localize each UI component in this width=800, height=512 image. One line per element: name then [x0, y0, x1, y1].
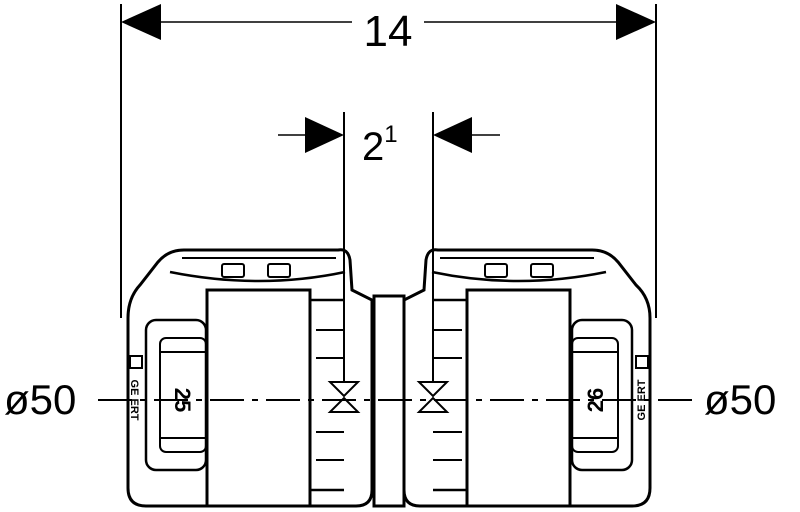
arrowhead-inner-left-icon	[305, 117, 344, 153]
insertion-depth-label: 21	[362, 121, 398, 169]
insertion-depth-main: 2	[362, 125, 384, 169]
right-brand-mark: GE ERT	[636, 379, 648, 420]
insertion-depth-superscript: 1	[384, 121, 397, 148]
left-clamp-band	[205, 288, 312, 508]
left-body-number: 25	[170, 388, 195, 412]
right-coupling-body	[402, 248, 652, 508]
right-clamp-band	[465, 288, 572, 508]
right-depth-marker-icon	[416, 381, 450, 413]
right-body-number: 26	[583, 388, 608, 412]
left-brand-mark: GE ERT	[128, 380, 140, 421]
arrowhead-left-icon	[121, 4, 161, 40]
diameter-left-label: ø50	[4, 376, 76, 423]
overall-length-dimension: 14	[120, 4, 657, 318]
left-depth-marker-icon	[327, 381, 361, 413]
insertion-depth-dimension: 21	[278, 112, 500, 382]
label-backdrop	[352, 6, 424, 46]
arrowhead-right-icon	[616, 4, 656, 40]
arrowhead-inner-right-icon	[433, 117, 472, 153]
diameter-right-label: ø50	[704, 376, 776, 423]
overall-length-label: 14	[364, 7, 413, 56]
left-coupling-body	[126, 248, 374, 508]
